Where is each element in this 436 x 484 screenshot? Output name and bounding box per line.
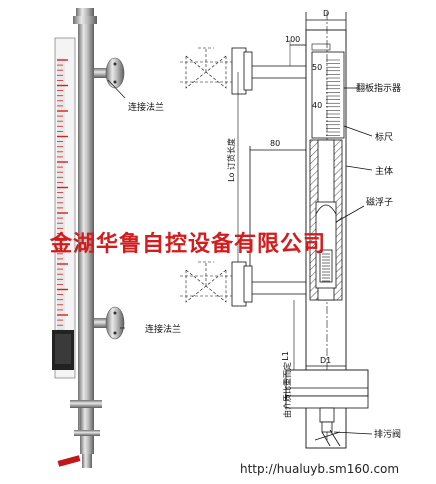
lower-flange-disc: [105, 306, 125, 340]
label-flange-upper: 连接法兰: [128, 101, 164, 113]
name-plate-text: [55, 334, 71, 364]
label-scale: 标尺: [375, 131, 393, 143]
label-drain-valve: 排污阀: [374, 428, 401, 440]
dim-80: 80: [270, 139, 280, 148]
instrument-photo: [52, 8, 125, 468]
dim-100: 100: [285, 35, 300, 44]
website-url: http://hualuyb.sm160.com: [240, 462, 400, 476]
valve-body: [80, 436, 94, 454]
top-flange: [73, 16, 97, 24]
label-order-length: Lo 订货长度: [226, 138, 236, 182]
label-medium-density: 由介质比重而定: [282, 362, 292, 418]
lower-valve-sketch: [180, 261, 232, 303]
dim-l1: L1: [281, 351, 290, 361]
main-body-outline: [305, 29, 347, 449]
scale-number-50: 50: [312, 63, 322, 72]
drawing-bottom-flange: [285, 369, 369, 397]
label-body: 主体: [375, 165, 393, 177]
main-tube: [78, 24, 94, 434]
float-ticks: [322, 253, 330, 282]
valve-body-top: [74, 430, 100, 436]
top-cap: [76, 8, 94, 18]
dim-d1: D1: [320, 356, 331, 365]
technical-drawing: [180, 12, 373, 449]
scale-ticks: [326, 59, 340, 136]
label-float: 磁浮子: [366, 196, 393, 208]
company-watermark: 金湖华鲁自控设备有限公司: [50, 232, 327, 257]
upper-flange-disc: [105, 57, 125, 89]
scale-housing: [311, 51, 345, 139]
bottom-pipe: [80, 408, 94, 430]
upper-flange-pipe: [94, 68, 114, 78]
dim-d: D: [323, 9, 329, 18]
scale-number-40: 40: [312, 101, 322, 110]
lower-flange-pipe: [94, 318, 114, 328]
drain-valve-handle: [57, 455, 81, 467]
valve-outlet: [82, 454, 92, 468]
bottom-flange: [70, 400, 102, 408]
label-flange-lower: 连接法兰: [145, 323, 181, 335]
label-indicator: 翻板指示器: [356, 82, 401, 94]
upper-valve-sketch: [180, 47, 232, 89]
